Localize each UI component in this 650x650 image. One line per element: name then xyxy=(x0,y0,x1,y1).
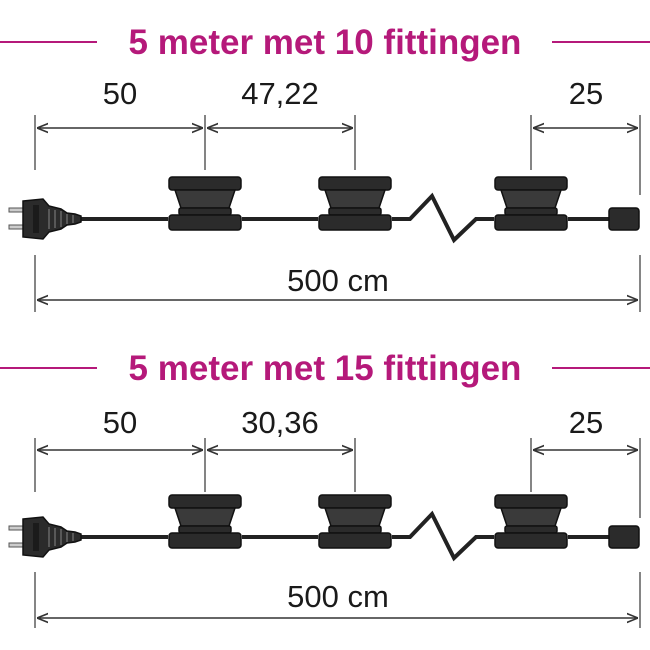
end-cap-icon xyxy=(608,525,640,549)
dim-label-first: 50 xyxy=(103,76,137,111)
panel-title: 5 meter met 10 fittingen xyxy=(129,23,522,62)
plug-icon xyxy=(8,516,82,558)
socket-icon xyxy=(168,176,242,231)
coil-break-icon xyxy=(392,510,494,562)
light-string xyxy=(8,176,640,244)
dim-label-total: 500 cm xyxy=(287,579,389,614)
dim-label-total: 500 cm xyxy=(287,263,389,298)
socket-icon xyxy=(168,494,242,549)
panel-title: 5 meter met 15 fittingen xyxy=(129,349,522,388)
dim-label-last: 25 xyxy=(569,76,603,111)
socket-icon xyxy=(494,494,568,549)
dim-label-spacing: 30,36 xyxy=(241,405,319,440)
socket-icon xyxy=(318,176,392,231)
socket-icon xyxy=(494,176,568,231)
coil-break-icon xyxy=(392,192,494,244)
light-string xyxy=(8,494,640,562)
dim-label-spacing: 47,22 xyxy=(241,76,319,111)
plug-icon xyxy=(8,198,82,240)
panel-15-fittings: 5 meter met 15 fittingen 50 30,36 25 500… xyxy=(0,349,650,628)
panel-10-fittings: 5 meter met 10 fittingen 50 47,22 25 xyxy=(0,23,650,312)
socket-icon xyxy=(318,494,392,549)
end-cap-icon xyxy=(608,207,640,231)
dim-label-last: 25 xyxy=(569,405,603,440)
dim-label-first: 50 xyxy=(103,405,137,440)
